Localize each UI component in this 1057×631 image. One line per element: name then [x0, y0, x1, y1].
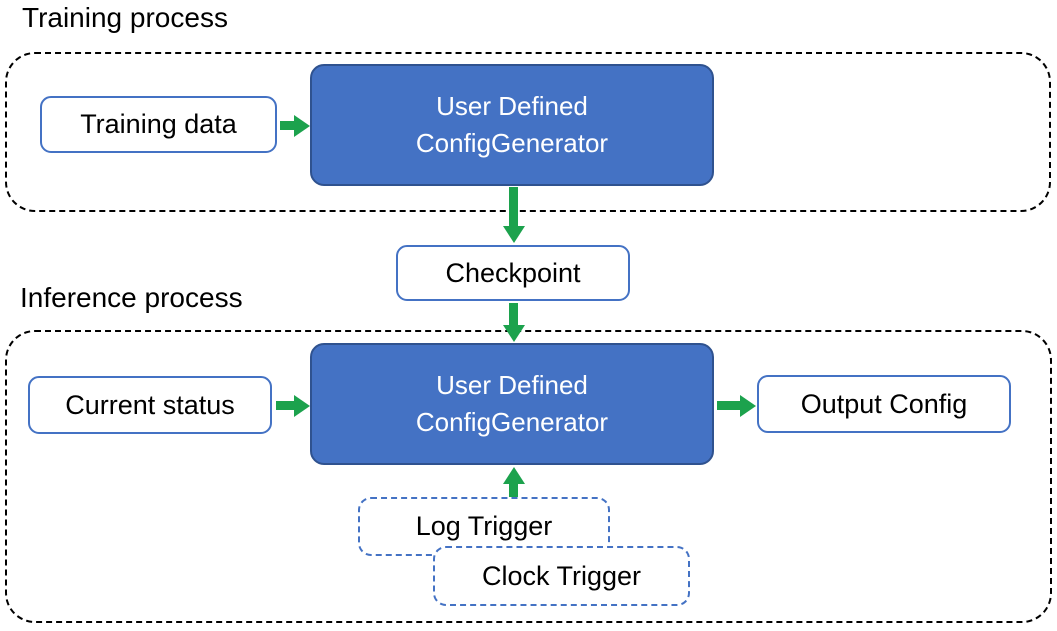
config-generator-training-line2: ConfigGenerator	[415, 128, 609, 158]
arrow-checkpoint-to-generator	[509, 303, 518, 325]
checkpoint-box: Checkpoint	[396, 245, 630, 301]
arrow-generator-to-output	[717, 401, 740, 410]
arrow-generator-to-checkpoint	[509, 187, 518, 226]
inference-process-container	[5, 330, 1052, 623]
config-generator-inference-line1: User Defined	[436, 370, 588, 400]
training-data-box: Training data	[40, 96, 277, 153]
arrow-training-data-to-generator	[280, 121, 294, 130]
arrow-triggers-to-generator	[509, 484, 518, 497]
inference-process-label: Inference process	[20, 282, 243, 313]
config-generator-inference-line2: ConfigGenerator	[415, 407, 609, 437]
config-generator-training-box: User Defined ConfigGenerator	[310, 64, 714, 186]
output-config-box: Output Config	[757, 375, 1011, 433]
clock-trigger-box: Clock Trigger	[433, 546, 690, 606]
arrow-current-status-to-generator	[276, 401, 294, 410]
current-status-box: Current status	[28, 376, 272, 434]
training-process-label: Training process	[22, 2, 228, 33]
training-process-container	[5, 52, 1051, 212]
config-generator-inference-box: User Defined ConfigGenerator	[310, 343, 714, 465]
config-generator-training-line1: User Defined	[436, 91, 588, 121]
